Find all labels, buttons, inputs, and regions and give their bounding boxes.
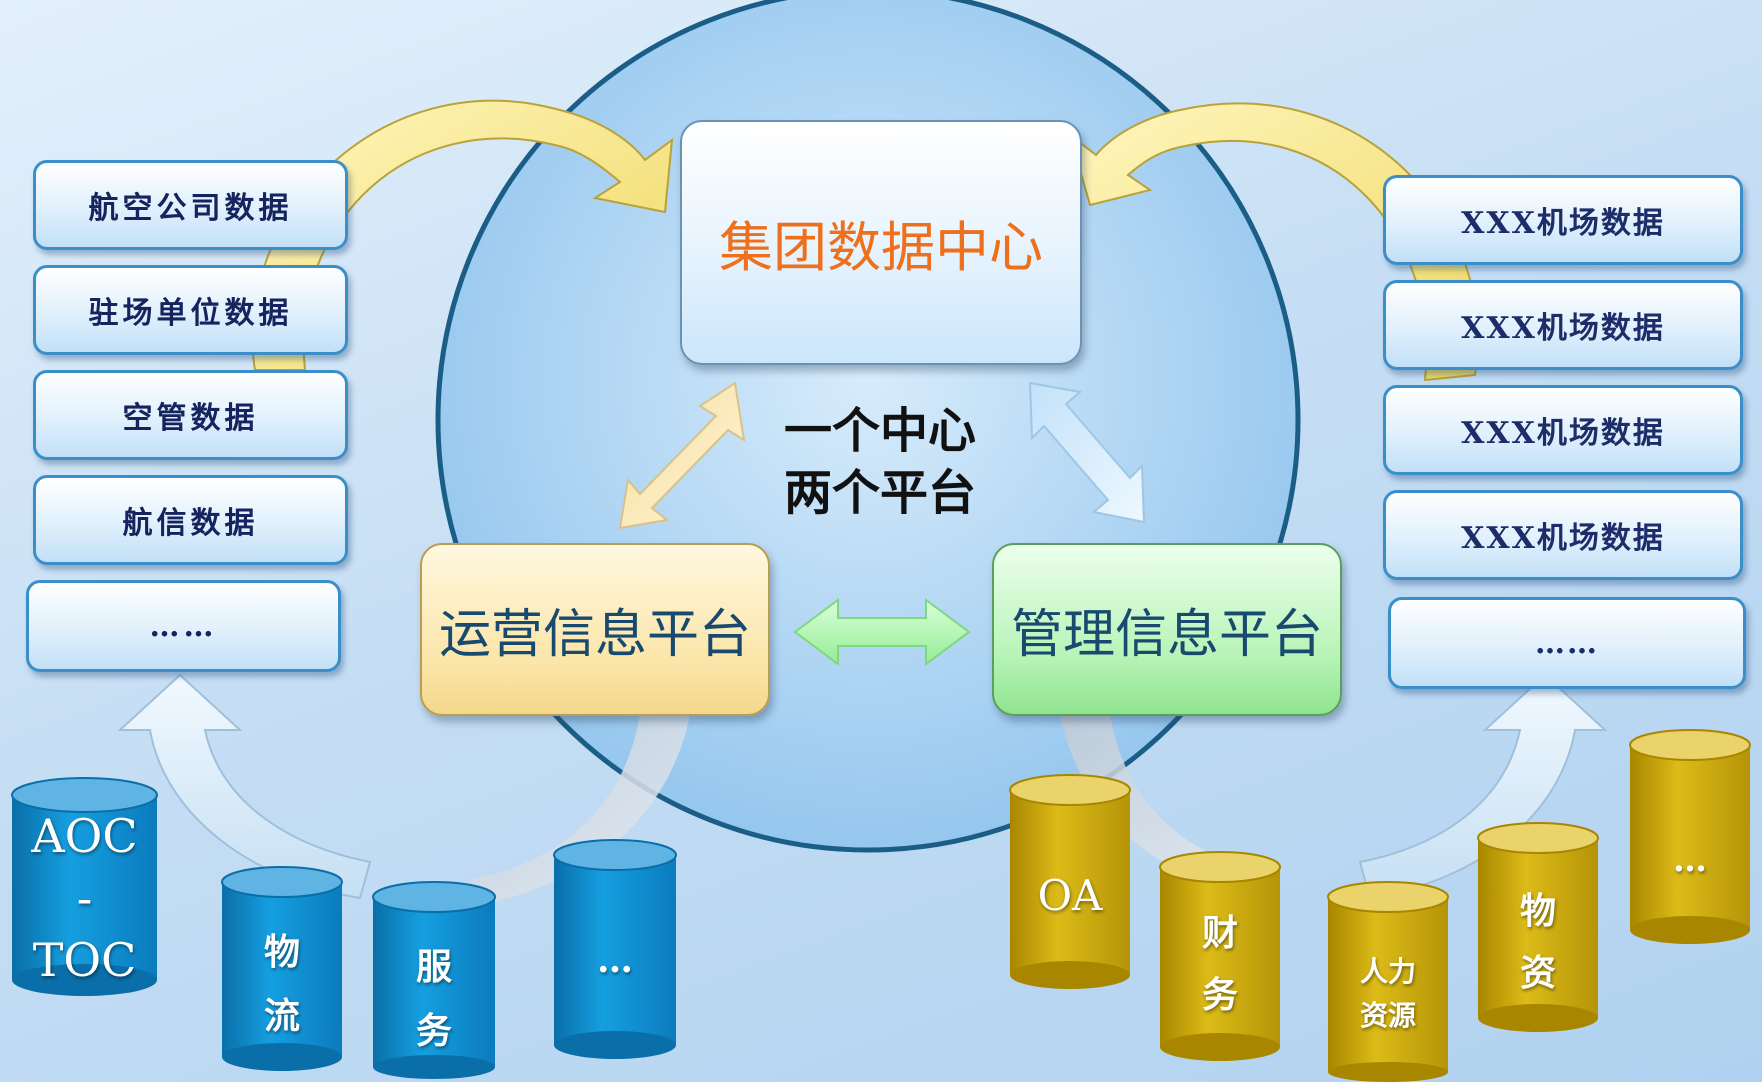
right-source-label: XXX机场数据 [1461,311,1665,346]
logistics-line-2: 流 [263,995,300,1037]
right-source-label: XXX机场数据 [1461,416,1665,451]
group-data-center-title: 集团数据中心 [719,216,1043,279]
service-line-1: 服 [415,946,452,988]
right-source-airport-3: XXX机场数据 [1383,385,1743,475]
oa-label: OA [1010,868,1130,924]
right-up-arrow [1358,673,1608,900]
cylinder-oa [1009,774,1131,989]
service-line-2: 务 [415,1010,452,1052]
aoc-line: AOC [31,809,138,863]
left-source-label: 空管数据 [122,401,259,436]
right-source-airport-2: XXX机场数据 [1383,280,1743,370]
finance-label: 财 务 [1160,902,1280,1026]
right-source-airport-1: XXX机场数据 [1383,175,1743,265]
left-source-resident-units: 驻场单位数据 [33,265,348,355]
left-source-label: 航空公司数据 [88,191,293,226]
toc-line: TOC [32,933,137,987]
mgmt-arc [1060,715,1280,900]
service-label: 服 务 [373,935,495,1063]
left-source-label: …… [149,608,218,644]
hr-label: 人力 资源 [1328,950,1448,1038]
left-source-more: …… [26,580,341,672]
operations-platform: 运营信息平台 [420,543,770,716]
hr-line-1: 人力 [1359,955,1416,988]
materials-line-2: 资 [1519,952,1556,994]
left-source-label: 航信数据 [122,506,259,541]
hr-line-2: 资源 [1359,999,1416,1032]
mgmt-center-double-arrow [1028,381,1146,524]
platforms-double-arrow [793,598,971,666]
cylinder-materials [1477,822,1599,1032]
right-source-more: …… [1388,597,1746,689]
oa-text: OA [1037,871,1103,920]
cylinder-ops-more [553,839,677,1059]
left-source-travelsky: 航信数据 [33,475,348,565]
cylinder-aoc-toc [11,777,158,996]
left-source-label: 驻场单位数据 [88,296,293,331]
group-data-center: 集团数据中心 [680,120,1082,365]
aoc-dash: - [76,871,93,925]
right-source-label: …… [1535,625,1599,661]
left-source-atc: 空管数据 [33,370,348,460]
ops-more-text: … [597,939,633,981]
right-source-label: XXX机场数据 [1461,206,1665,241]
mgmt-more-text: … [1673,840,1707,880]
cylinder-hr [1327,881,1449,1082]
right-source-label: XXX机场数据 [1461,521,1665,556]
ops-arc [470,715,690,905]
materials-label: 物 资 [1478,880,1598,1004]
cylinder-service [372,881,496,1079]
operations-platform-label: 运营信息平台 [438,605,751,665]
management-platform: 管理信息平台 [992,543,1342,716]
cylinder-logistics [221,866,343,1071]
slogan-line-1: 一个中心 [783,403,976,459]
finance-line-1: 财 [1201,912,1238,954]
cylinder-finance [1159,851,1281,1061]
right-source-airport-4: XXX机场数据 [1383,490,1743,580]
logistics-line-1: 物 [263,931,300,973]
slogan: 一个中心 两个平台 [745,400,1015,524]
management-platform-label: 管理信息平台 [1010,605,1323,665]
finance-line-2: 务 [1201,974,1238,1016]
slogan-line-2: 两个平台 [783,465,976,521]
cylinder-mgmt-more [1629,729,1751,944]
left-up-arrow [117,673,372,900]
aoc-toc-label: AOC - TOC [12,805,157,991]
ops-center-double-arrow [618,381,746,530]
mgmt-more-label: … [1630,835,1750,885]
materials-line-1: 物 [1519,890,1556,932]
logistics-label: 物 流 [222,920,342,1048]
left-source-airline: 航空公司数据 [33,160,348,250]
ops-more-label: … [554,935,676,985]
